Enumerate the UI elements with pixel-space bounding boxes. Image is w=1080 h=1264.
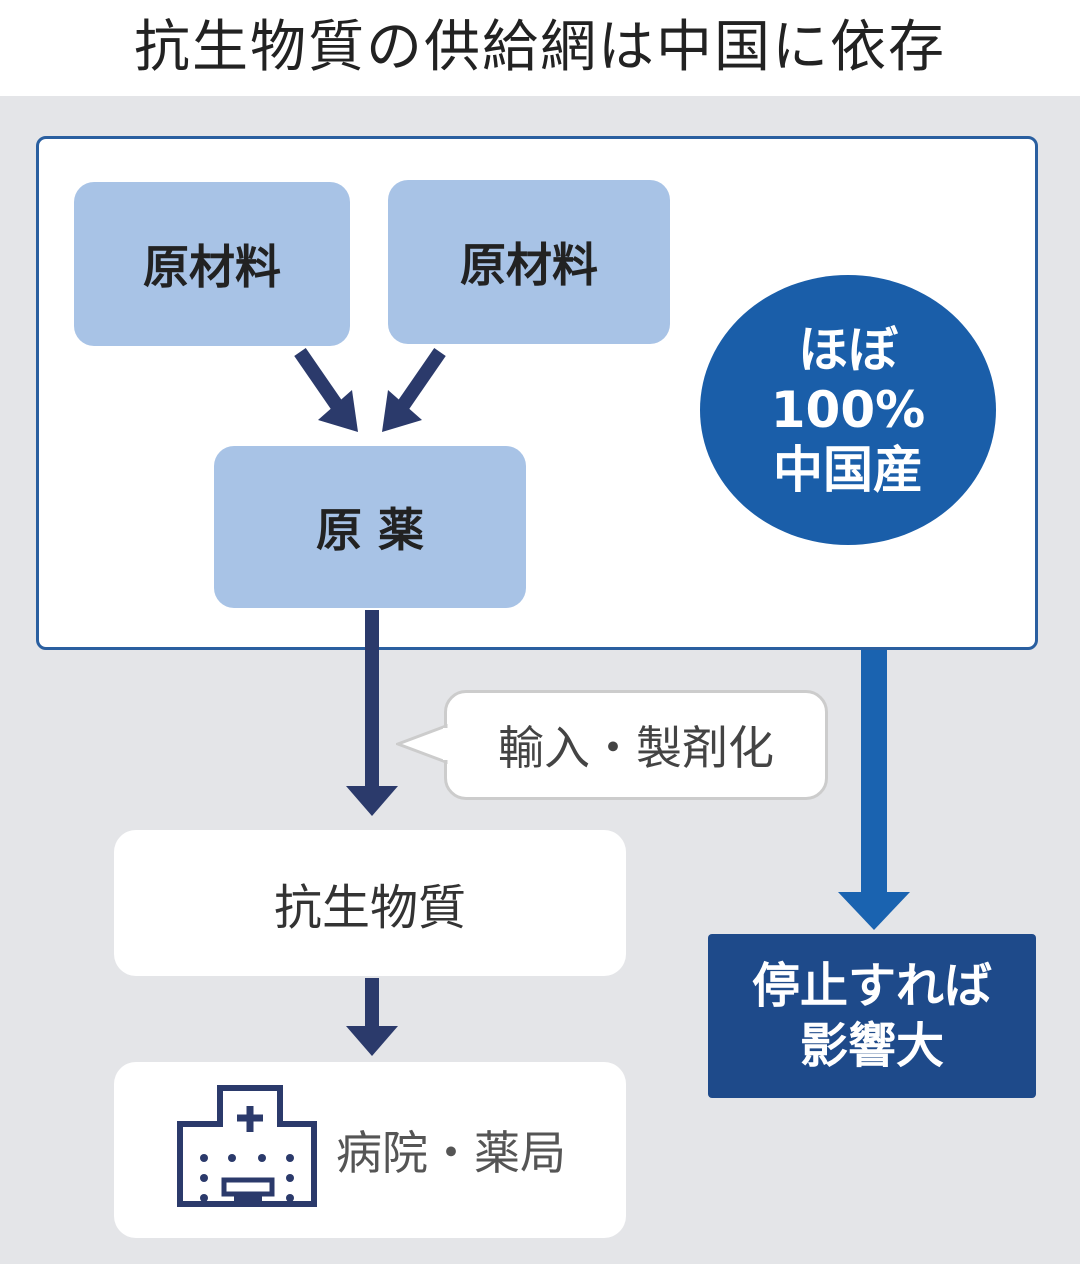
hospital-pharmacy-box: 病院・薬局 bbox=[114, 1062, 626, 1238]
diagram-title: 抗生物質の供給網は中国に依存 bbox=[0, 0, 1080, 96]
api-box: 原 薬 bbox=[214, 446, 526, 608]
china-share-line3: 中国産 bbox=[773, 441, 923, 499]
china-share-line2: 100% bbox=[770, 381, 926, 439]
callout-pointer bbox=[396, 724, 448, 764]
impact-line2: 影響大 bbox=[799, 1018, 944, 1074]
arrow-china-to-impact bbox=[838, 650, 910, 930]
china-share-badge: ほぼ 100% 中国産 bbox=[700, 275, 996, 545]
arrow-api-to-antibiotics bbox=[346, 610, 398, 816]
raw-material-box-1: 原材料 bbox=[74, 182, 350, 346]
import-formulation-callout: 輸入・製剤化 bbox=[444, 690, 828, 800]
hospital-icon bbox=[177, 1085, 317, 1207]
arrow-raw1-to-api bbox=[294, 348, 358, 432]
arrow-raw2-to-api bbox=[382, 348, 446, 432]
impact-box: 停止すれば 影響大 bbox=[708, 934, 1036, 1098]
china-share-line1: ほぼ bbox=[798, 321, 898, 379]
impact-line1: 停止すれば bbox=[751, 958, 992, 1014]
arrow-antibiotics-to-hospital bbox=[346, 978, 398, 1056]
raw-material-box-2: 原材料 bbox=[388, 180, 670, 344]
antibiotics-box: 抗生物質 bbox=[114, 830, 626, 976]
hospital-pharmacy-label: 病院・薬局 bbox=[336, 1126, 566, 1180]
